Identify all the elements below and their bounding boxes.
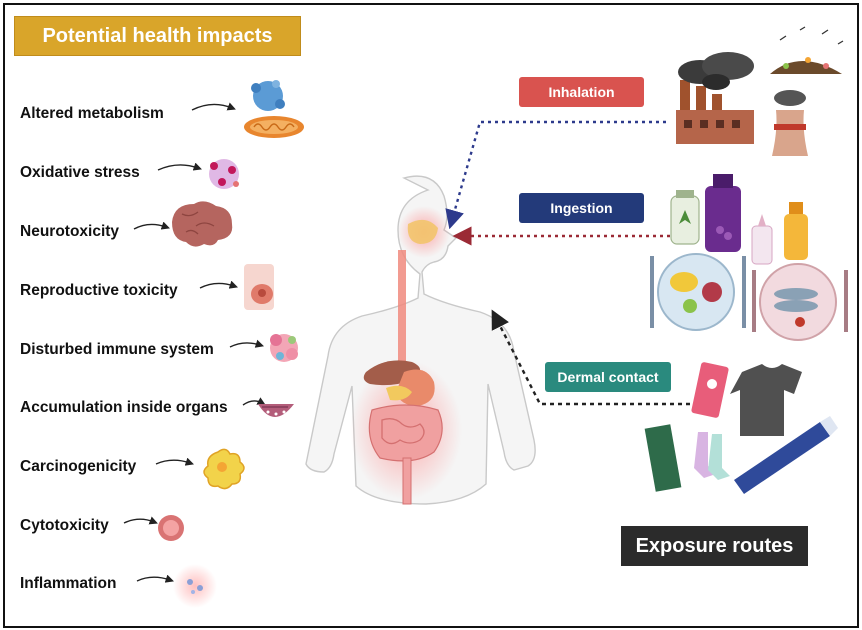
impact-altered-metabolism: Altered metabolism <box>20 105 164 122</box>
arrow-neuro <box>133 221 170 230</box>
impact-inflammation: Inflammation <box>20 575 117 592</box>
immune-cells-icon <box>270 334 298 362</box>
arrow-immune <box>229 339 265 348</box>
bottle-icon <box>670 190 700 245</box>
impact-arrows <box>123 102 266 583</box>
tube-icon <box>691 362 729 418</box>
human-body-icon <box>305 175 536 505</box>
socks-icon <box>694 432 730 480</box>
arrow-repro <box>199 280 238 289</box>
plate-fruit-icon <box>657 253 735 331</box>
impact-neurotoxicity: Neurotoxicity <box>20 223 120 240</box>
arrow-carcino <box>155 457 194 466</box>
inhalation-label: Inhalation <box>519 77 644 107</box>
impact-reproductive-toxicity: Reproductive toxicity <box>20 282 178 299</box>
tube-icon <box>734 416 838 494</box>
knife-icon <box>844 270 848 332</box>
arrow-cyto <box>123 516 158 525</box>
organ-icon <box>258 404 294 417</box>
cooling-tower-icon <box>772 90 808 156</box>
juice-bottle-icon <box>784 202 808 260</box>
mitochondria-icon <box>244 116 304 138</box>
reproductive-icon <box>244 264 274 310</box>
dermal-arrow <box>491 309 690 406</box>
baby-bottle-icon <box>751 214 773 265</box>
arrow-organs <box>242 397 266 406</box>
exposure-routes-title: Exposure routes <box>621 526 808 566</box>
tumor-cell-icon <box>203 448 245 490</box>
impact-carcinogenicity: Carcinogenicity <box>20 458 137 475</box>
landfill-icon <box>770 26 844 74</box>
impact-oxidative-stress: Oxidative stress <box>20 164 140 181</box>
fork-icon <box>752 270 756 332</box>
ingestion-label: Ingestion <box>519 193 644 223</box>
microbe-icon <box>251 80 285 111</box>
impact-cytotoxicity: Cytotoxicity <box>20 517 109 534</box>
juice-bottle-icon <box>705 174 741 252</box>
arrow-oxidative <box>157 162 202 171</box>
factory-icon <box>676 52 754 144</box>
arrow-inflam <box>136 574 174 583</box>
tube-icon <box>644 424 682 492</box>
impact-accumulation-inside-organs: Accumulation inside organs <box>20 399 228 416</box>
cell-icon <box>158 515 184 541</box>
plate-fish-icon <box>759 263 837 341</box>
tshirt-icon <box>730 364 802 436</box>
impact-disturbed-immune-system: Disturbed immune system <box>20 341 214 358</box>
fork-icon <box>650 256 654 328</box>
inflamed-cell-icon <box>173 564 217 608</box>
molecule-icon <box>209 159 239 189</box>
brain-icon <box>172 201 233 247</box>
arrow-metabolism <box>191 102 236 111</box>
dermal-contact-label: Dermal contact <box>545 362 671 392</box>
knife-icon <box>742 256 746 328</box>
impacts-title: Potential health impacts <box>15 17 300 55</box>
inhalation-arrow <box>445 120 666 230</box>
